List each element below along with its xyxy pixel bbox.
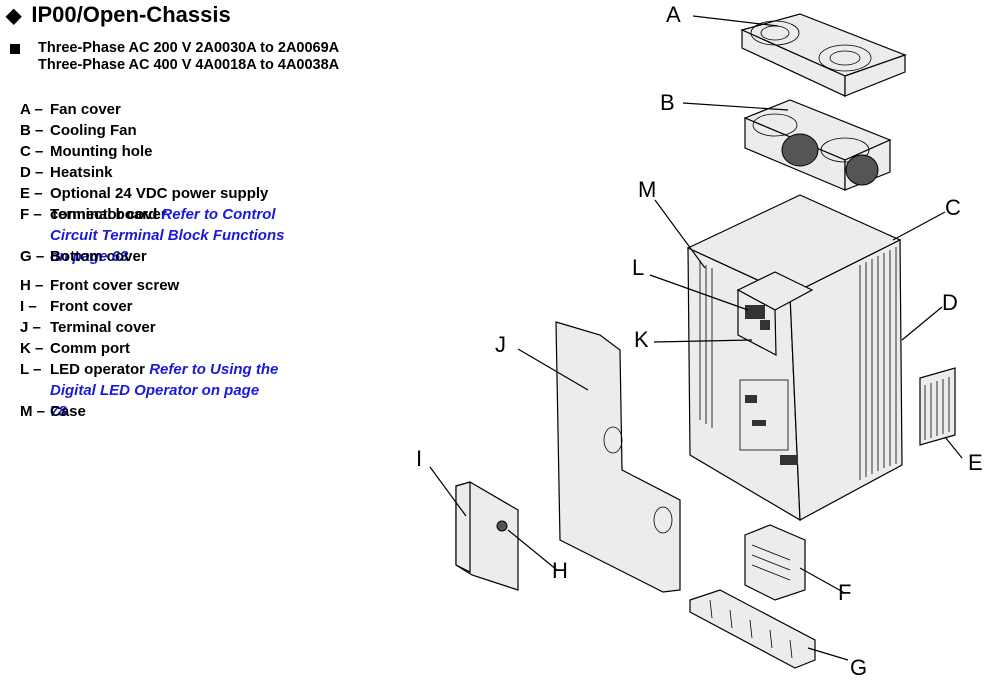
callout-c: C <box>945 195 961 220</box>
callout-a: A <box>666 2 681 27</box>
callout-e: E <box>968 450 983 475</box>
legend-item-i: I –Front cover <box>20 298 133 315</box>
diamond-bullet-icon: ◆ <box>6 5 22 27</box>
legend-item-e: E – Optional 24 VDC power supply connect… <box>20 185 269 223</box>
legend-item-b: B –Cooling Fan <box>20 122 137 139</box>
callout-j: J <box>495 332 506 357</box>
square-bullet-icon <box>10 44 20 54</box>
callout-i: I <box>416 446 422 471</box>
parts-legend: A –Fan cover B –Cooling Fan C –Mounting … <box>20 99 350 422</box>
legend-item-c: C –Mounting hole <box>20 143 153 160</box>
power-supply-connector-cover-part <box>919 367 956 446</box>
callout-g: G <box>850 655 867 680</box>
drive-case-part <box>686 194 903 522</box>
legend-item-a: A –Fan cover <box>20 101 121 118</box>
callout-leaders <box>429 15 963 661</box>
model-range: Three-Phase AC 200 V 2A0030A to 2A0069A … <box>10 40 339 74</box>
exploded-drive-diagram: A B C D E F G H I J K L M <box>416 2 983 680</box>
model-range-line-1: Three-Phase AC 200 V 2A0030A to 2A0069A <box>38 40 340 56</box>
callout-l: L <box>632 255 644 280</box>
legend-item-k: K –Comm port <box>20 340 130 357</box>
callout-m: M <box>638 177 656 202</box>
bottom-cover-part <box>689 589 816 669</box>
callout-f: F <box>838 580 851 605</box>
callout-h: H <box>552 558 568 583</box>
heading-title: IP00/Open-Chassis <box>31 2 231 27</box>
terminal-board-part <box>744 524 806 601</box>
page-heading: ◆ IP00/Open-Chassis <box>6 2 231 28</box>
legend-item-d: D –Heatsink <box>20 164 113 181</box>
model-range-line-2: Three-Phase AC 400 V 4A0018A to 4A0038A <box>38 57 340 73</box>
cooling-fan-part <box>743 99 892 191</box>
terminal-cover-part <box>555 321 681 593</box>
callout-d: D <box>942 290 958 315</box>
callout-k: K <box>634 327 649 352</box>
legend-item-g: G –Bottom cover <box>20 248 147 265</box>
callout-b: B <box>660 90 675 115</box>
fan-cover-part <box>740 13 907 97</box>
front-cover-part <box>455 481 519 591</box>
legend-item-j: J –Terminal cover <box>20 319 156 336</box>
legend-item-m: M –Case <box>20 403 86 420</box>
legend-item-h: H –Front cover screw <box>20 277 180 294</box>
